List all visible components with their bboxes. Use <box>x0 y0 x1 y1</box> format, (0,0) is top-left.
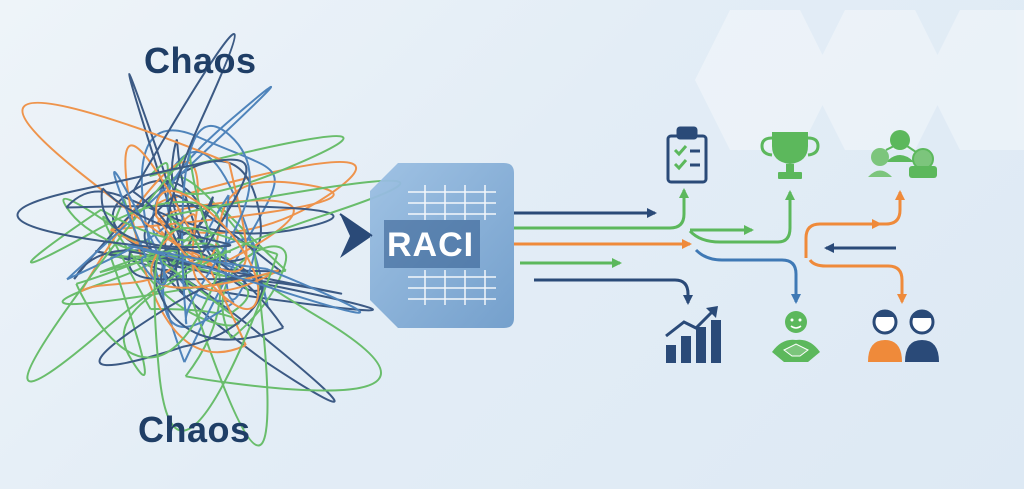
tangle-strand <box>155 189 260 310</box>
tangle-strand <box>75 242 221 359</box>
chaos-label-top: Chaos <box>144 40 257 81</box>
tangle-strand <box>100 187 232 249</box>
tangle-strand <box>127 244 362 314</box>
tangle-strand <box>221 245 288 340</box>
tangle-strand <box>26 150 231 383</box>
chaos-label-bottom: Chaos <box>138 409 251 450</box>
tangle-strand <box>148 135 345 195</box>
two-people-icon <box>868 309 939 362</box>
background-hexagons <box>695 10 1024 150</box>
tangle-strand <box>167 179 402 271</box>
team-network-icon <box>868 130 937 178</box>
arrow-green-to-trophy <box>688 190 795 244</box>
trophy-icon <box>760 132 820 179</box>
tangle-strand <box>73 160 262 280</box>
tangle-strand <box>181 124 251 325</box>
raci-label: RACI <box>387 226 475 264</box>
tangle-strand <box>153 247 285 341</box>
arrow-green-to-clipboard <box>514 188 689 230</box>
growth-chart-icon <box>665 306 721 363</box>
arrow-orange-to-people <box>808 259 907 304</box>
arrow-blue-to-handshake <box>694 248 801 304</box>
tangle-strand <box>124 144 247 354</box>
tangle-strand <box>16 158 248 253</box>
tangle-strand <box>113 170 167 286</box>
handshake-icon <box>772 311 820 362</box>
clipboard-checklist-icon <box>666 126 708 184</box>
chaos-tangle <box>16 33 402 447</box>
tangle-strand <box>127 250 342 295</box>
raci-box <box>339 163 514 328</box>
tangle-strand <box>202 194 256 301</box>
arrow-navy-to-chart <box>534 278 693 305</box>
flow-arrows <box>514 188 907 305</box>
tangle-strand <box>153 227 279 432</box>
tangle-strand <box>150 213 280 292</box>
chaos-funnel-arrow <box>340 214 372 258</box>
